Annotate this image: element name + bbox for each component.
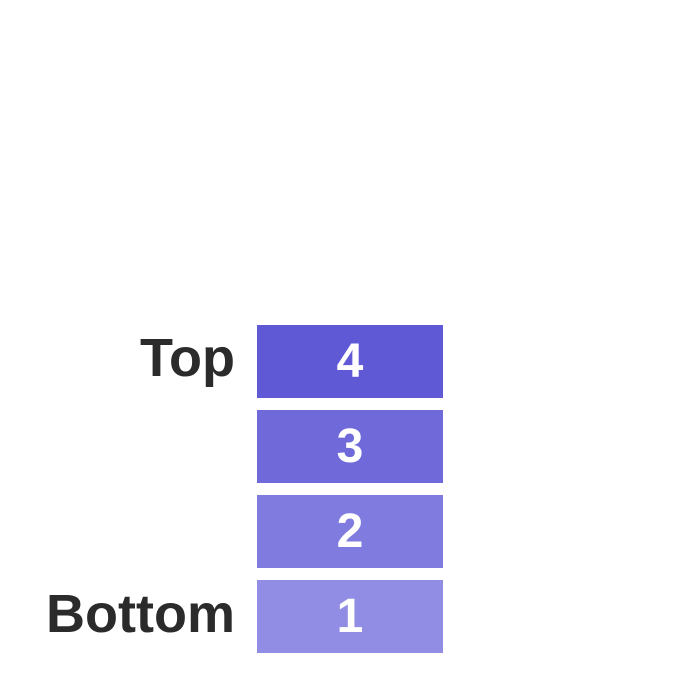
bottom-label: Bottom	[46, 584, 235, 644]
stack-block-value: 1	[336, 589, 364, 643]
stack-block-value: 4	[336, 334, 364, 388]
stack-block-value: 3	[336, 419, 364, 473]
stack-block-value: 2	[336, 504, 364, 558]
stack-block-3: 3	[257, 410, 443, 483]
stack-block-1: 1	[257, 580, 443, 653]
stack-block-2: 2	[257, 495, 443, 568]
top-label: Top	[140, 328, 235, 388]
stack-block-4: 4	[257, 325, 443, 398]
